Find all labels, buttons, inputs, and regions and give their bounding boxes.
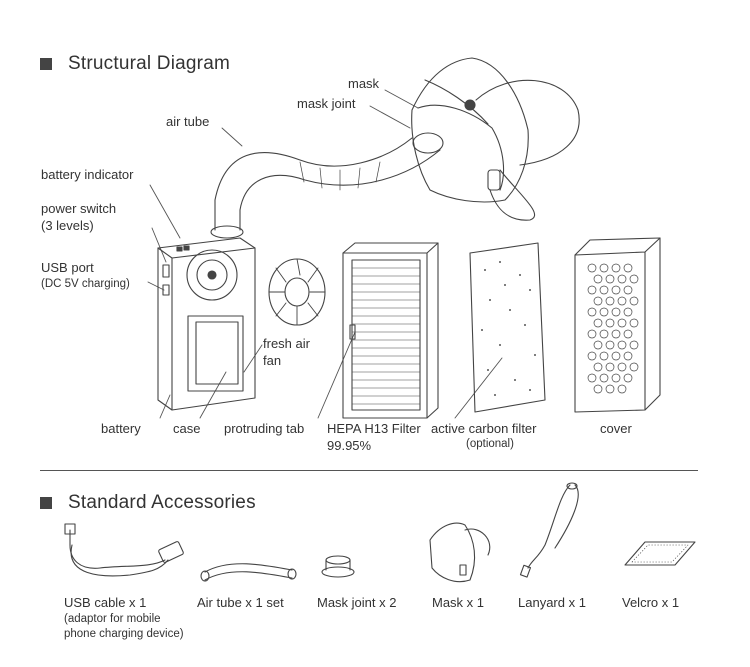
label-power-switch-levels: (3 levels) <box>41 218 94 233</box>
hepa-filter-drawing <box>342 242 439 419</box>
usb-cable-drawing <box>64 523 184 577</box>
accessory-velcro: Velcro x 1 <box>622 595 680 610</box>
label-battery-indicator: battery indicator <box>41 167 134 182</box>
label-hepa-rating: 99.95% <box>327 438 372 453</box>
leader-lines <box>147 89 503 419</box>
label-fresh-air: fresh air <box>263 336 310 351</box>
accessory-lanyard: Lanyard x 1 <box>518 595 586 610</box>
label-protruding-tab: protruding tab <box>224 421 305 436</box>
label-usb-port-note: (DC 5V charging) <box>41 278 130 290</box>
label-power-switch: power switch <box>41 201 117 216</box>
section-divider <box>40 470 698 471</box>
label-carbon-filter: active carbon filter <box>431 421 537 436</box>
label-hepa-filter: HEPA H13 Filter <box>327 421 421 436</box>
section-bullet <box>40 58 52 70</box>
structural-diagram-header: Structural Diagram <box>40 53 230 75</box>
carbon-filter-drawing <box>469 242 546 413</box>
accessory-mask: Mask x 1 <box>432 595 485 610</box>
accessories-header: Standard Accessories <box>40 492 256 514</box>
accessory-usb-cable-note-1: (adaptor for mobile <box>64 613 161 625</box>
mask-drawing <box>411 57 580 221</box>
accessory-mask-joint: Mask joint x 2 <box>317 595 397 610</box>
accessories-title: Standard Accessories <box>68 492 256 513</box>
cover-drawing <box>574 237 661 413</box>
label-battery: battery <box>101 421 141 436</box>
main-unit-drawing <box>157 237 256 411</box>
lanyard-drawing <box>519 482 579 578</box>
label-mask-joint: mask joint <box>297 96 356 111</box>
label-fan: fan <box>263 353 282 368</box>
accessory-usb-cable-note-2: phone charging device) <box>64 628 184 640</box>
air-tube-drawing <box>210 132 444 239</box>
mask-joint-drawing <box>321 555 355 578</box>
velcro-drawing <box>624 541 696 566</box>
structural-diagram-title: Structural Diagram <box>68 53 230 74</box>
label-usb-port: USB port <box>41 260 94 275</box>
label-cover: cover <box>600 421 632 436</box>
mask-accessory-drawing <box>429 522 491 583</box>
air-tube-accessory-drawing <box>200 563 297 582</box>
label-case: case <box>173 421 201 436</box>
section-bullet <box>40 497 52 509</box>
label-air-tube: air tube <box>166 114 210 129</box>
fresh-air-fan-drawing <box>268 258 326 326</box>
label-mask: mask <box>348 76 380 91</box>
accessory-usb-cable: USB cable x 1 <box>64 595 147 610</box>
label-carbon-optional: (optional) <box>466 438 514 450</box>
accessory-air-tube: Air tube x 1 set <box>197 595 284 610</box>
